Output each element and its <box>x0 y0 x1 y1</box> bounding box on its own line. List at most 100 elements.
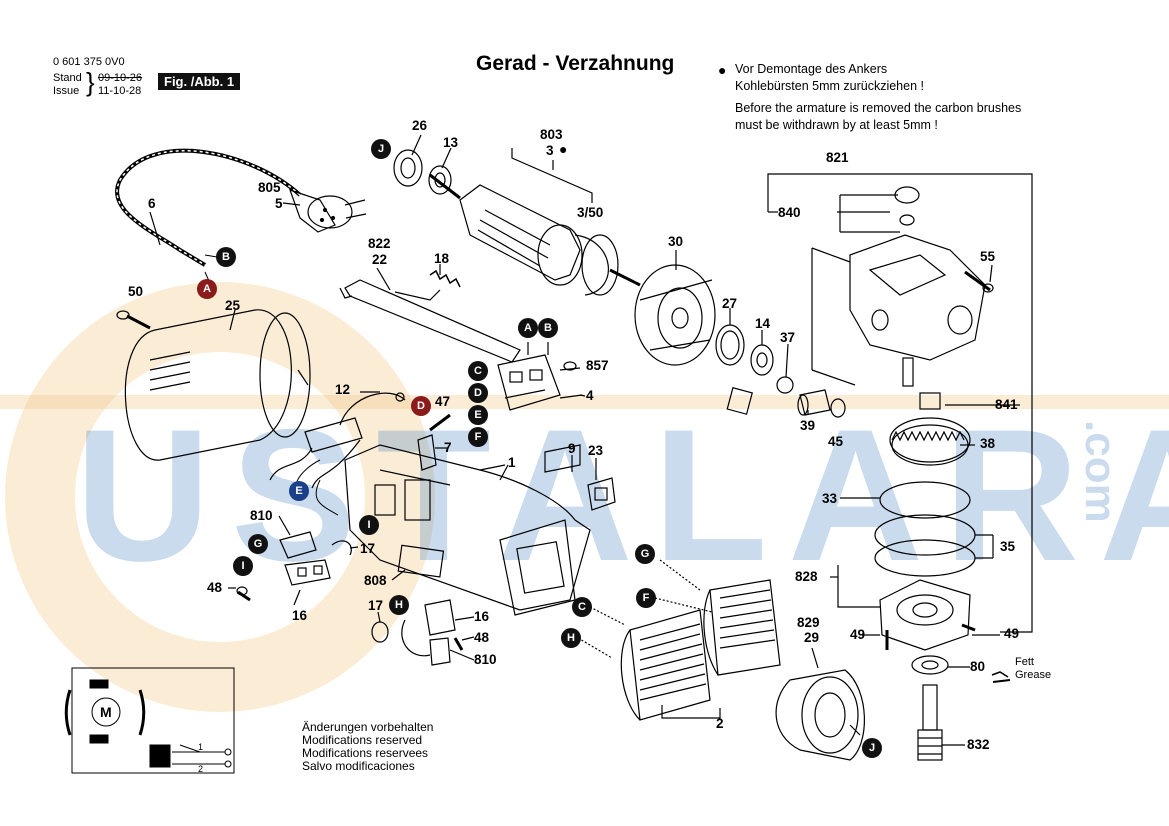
gasket-35a <box>874 514 976 556</box>
bearings <box>393 149 452 195</box>
part-number: 0 601 375 0V0 <box>53 56 125 68</box>
marker-a-block: A <box>518 318 538 338</box>
washer-37 <box>776 376 794 394</box>
label-6: 6 <box>148 196 156 211</box>
label-805: 805 <box>258 180 281 195</box>
bearing-14 <box>750 344 774 376</box>
issue-date: 11-10-28 <box>98 85 142 97</box>
label-7: 7 <box>444 440 452 455</box>
label-3-50: 3/50 <box>577 205 604 220</box>
label-829: 829 <box>797 615 820 630</box>
label-49-right: 49 <box>1004 626 1020 641</box>
label-828: 828 <box>795 569 818 584</box>
switch-lever <box>339 279 521 363</box>
motor-symbol-label: M <box>100 704 112 720</box>
note-de-line2: Kohlebürsten 5mm zurückziehen ! <box>735 79 924 93</box>
field-coil-upper <box>703 579 781 676</box>
marker-f-coil: F <box>636 588 656 608</box>
label-4: 4 <box>586 388 594 403</box>
screw-55 <box>964 270 991 292</box>
footer-line1: Änderungen vorbehalten <box>302 720 434 734</box>
label-18: 18 <box>434 251 450 266</box>
marker-h-brush: H <box>389 595 409 615</box>
guard-29 <box>775 669 866 761</box>
circuit-pin-2: 2 <box>198 764 204 774</box>
label-810-right: 810 <box>474 652 497 667</box>
gear-housing-1 <box>344 444 591 616</box>
washer-80 <box>911 655 949 675</box>
label-17-left: 17 <box>360 541 376 556</box>
label-9: 9 <box>568 441 576 456</box>
issue-label: Issue <box>53 85 80 97</box>
marker-g-coil: G <box>635 544 655 564</box>
label-80: 80 <box>970 659 986 674</box>
motor-housing <box>124 309 311 461</box>
field-coil-lower <box>620 609 711 721</box>
label-810-left: 810 <box>250 508 273 523</box>
marker-i-housing: I <box>359 515 379 535</box>
label-22: 22 <box>372 252 388 267</box>
label-5: 5 <box>275 196 283 211</box>
screw-47 <box>429 413 451 432</box>
marker-j-guard: J <box>862 738 882 758</box>
leader-lines <box>149 134 993 746</box>
label-48-left: 48 <box>207 580 223 595</box>
label-45: 45 <box>828 434 844 449</box>
grease-label-en: Grease <box>1015 669 1052 681</box>
note-bullet: ● <box>718 62 727 78</box>
label-16-right: 16 <box>474 609 490 624</box>
brush-assembly-right <box>371 599 464 666</box>
marker-c-block: C <box>468 361 488 381</box>
fan <box>634 264 716 366</box>
label-857: 857 <box>586 358 609 373</box>
page-title: Gerad - Verzahnung <box>476 52 675 75</box>
footer-line4: Salvo modificaciones <box>302 759 415 773</box>
oring-33 <box>879 481 971 519</box>
label-23: 23 <box>588 443 604 458</box>
label-17-right: 17 <box>368 598 384 613</box>
marker-e-block: E <box>468 405 488 425</box>
marker-g-brush: G <box>248 534 268 554</box>
grease-label-de: Fett <box>1015 656 1034 668</box>
watermark-band <box>0 395 1169 409</box>
label-16-left: 16 <box>292 608 308 623</box>
note-en-line2: must be withdrawn by at least 5mm ! <box>735 118 938 132</box>
spring-18 <box>429 269 461 288</box>
label-12: 12 <box>335 382 351 397</box>
marker-c-coil: C <box>572 597 592 617</box>
label-35: 35 <box>1000 539 1016 554</box>
label-840: 840 <box>778 205 801 220</box>
spindle-832 <box>917 684 943 761</box>
marker-i-brush: I <box>233 556 253 576</box>
armature <box>429 173 641 296</box>
label-14: 14 <box>755 316 771 331</box>
flange-828 <box>879 579 971 651</box>
key-clip <box>726 387 753 415</box>
label-25: 25 <box>225 298 241 313</box>
circuit-schematic <box>64 667 235 774</box>
label-803: 803 <box>540 127 563 142</box>
note-de-line1: Vor Demontage des Ankers <box>735 62 888 76</box>
marker-j-top: J <box>371 139 391 159</box>
label-29: 29 <box>804 630 820 645</box>
label-37: 37 <box>780 330 796 345</box>
label-50: 50 <box>128 284 144 299</box>
label-3: 3 <box>546 143 554 158</box>
cap-840 <box>894 186 920 204</box>
stand-label: Stand <box>53 72 82 84</box>
label-26: 26 <box>412 118 428 133</box>
capacitor <box>269 392 406 489</box>
note-en-line1: Before the armature is removed the carbo… <box>735 101 1022 115</box>
marker-e-cap: E <box>289 481 309 501</box>
label-1: 1 <box>508 455 516 470</box>
switch-23 <box>587 477 616 511</box>
marker-d-cap: D <box>411 396 431 416</box>
label-38: 38 <box>980 436 996 451</box>
marker-b-block: B <box>538 318 558 338</box>
marker-h-coil: H <box>561 628 581 648</box>
label-821: 821 <box>826 150 849 165</box>
bracket-821 <box>767 173 1033 633</box>
label-47: 47 <box>435 394 451 409</box>
label-33: 33 <box>822 491 838 506</box>
